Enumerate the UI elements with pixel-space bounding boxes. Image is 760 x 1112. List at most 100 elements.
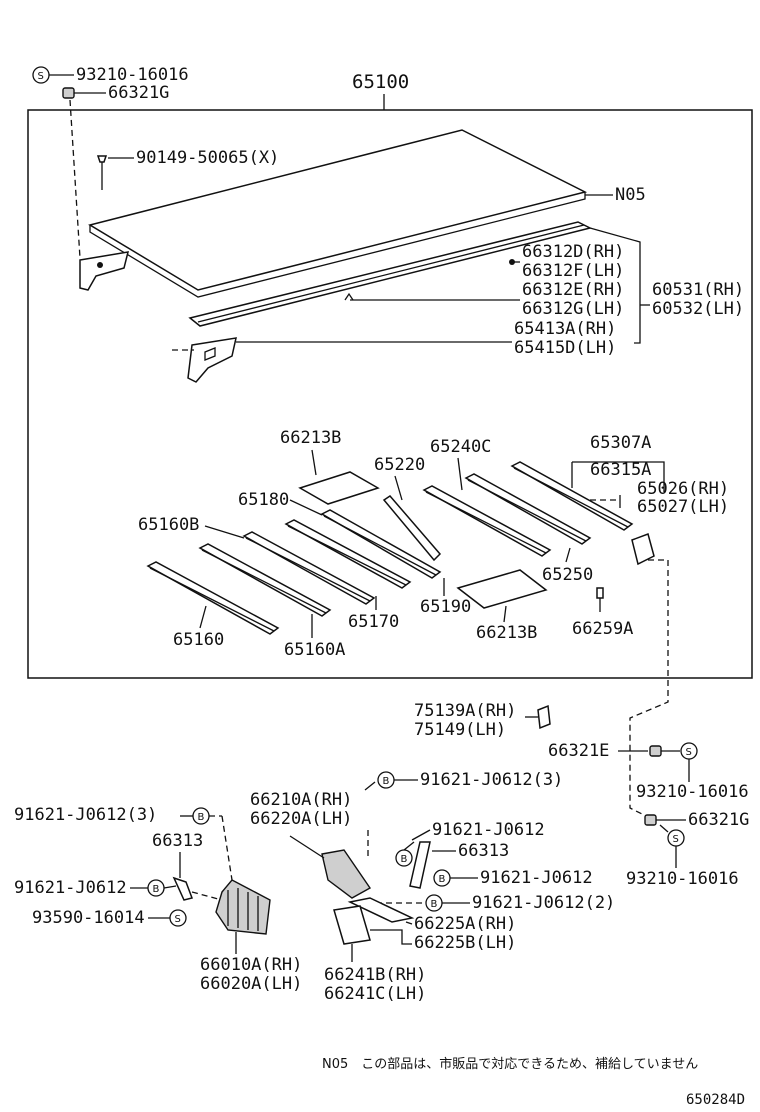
leader-66225a [405, 921, 413, 925]
leader-65240c [457, 457, 463, 491]
nut-icon-66321e [649, 745, 662, 757]
dash-right-path [629, 559, 669, 819]
svg-text:B: B [401, 854, 408, 865]
label-65160a: 65160A [284, 640, 345, 660]
label-66313-left: 66313 [152, 831, 203, 851]
b-symbol-center-1: B [395, 849, 413, 867]
label-66315a: 66315A [590, 460, 651, 480]
bar-65160b [242, 531, 376, 605]
leader-91621-c1 [411, 829, 431, 841]
label-66312d: 66312D(RH) [522, 242, 624, 262]
hinge-bracket-upper [79, 251, 130, 291]
label-91621-j0612-3-right: 91621-J0612(3) [420, 770, 563, 790]
nut-icon-66321g-bottom [644, 814, 657, 826]
label-91621-j0612-3-left: 91621-J0612(3) [14, 805, 157, 825]
diagram-code: 650284D [686, 1092, 745, 1108]
svg-text:S: S [686, 747, 692, 758]
label-66313-center: 66313 [458, 841, 509, 861]
leader-66210a-b [364, 781, 376, 791]
label-66312f: 66312F(LH) [522, 261, 624, 281]
label-65415d: 65415D(LH) [514, 338, 616, 358]
label-65307a: 65307A [590, 433, 651, 453]
svg-text:B: B [153, 884, 160, 895]
bar-65180 [320, 509, 442, 579]
label-65026: 65026(RH) [637, 479, 729, 499]
link-b-center-1 [403, 841, 415, 851]
b-symbol-center-3: B [425, 894, 443, 912]
dash-b-left-down [221, 815, 233, 881]
strip-66225a [347, 897, 415, 923]
label-66213b-top: 66213B [280, 428, 341, 448]
label-65190: 65190 [420, 597, 471, 617]
bar-65307a [510, 461, 634, 531]
label-60531: 60531(RH) [652, 280, 744, 300]
label-93210-16016-top: 93210-16016 [76, 65, 189, 85]
s-symbol-right-1: S [680, 742, 698, 760]
hinge-bracket-lower [187, 337, 237, 383]
hinge-lower-detail [204, 347, 216, 361]
label-65220: 65220 [374, 455, 425, 475]
label-91621-j0612-c2: 91621-J0612 [480, 868, 593, 888]
svg-text:S: S [38, 71, 44, 82]
cover-66210a [321, 849, 372, 899]
footer-note: N05 この部品は、市販品で対応できるため、補給していません [322, 1056, 698, 1072]
label-66225b: 66225B(LH) [414, 933, 516, 953]
clip-66312e [344, 292, 354, 301]
bracket-66313-center [409, 841, 431, 889]
dash-topleft [69, 99, 81, 259]
label-65250: 65250 [542, 565, 593, 585]
bracket-65307a [572, 461, 665, 492]
svg-text:B: B [383, 776, 390, 787]
clip-75139a [537, 704, 551, 730]
bracket-66313-left [172, 876, 193, 901]
label-66241c: 66241C(LH) [324, 984, 426, 1004]
label-65240c: 65240C [430, 437, 491, 457]
link-b-left-2 [163, 885, 177, 889]
bar-65170 [284, 519, 412, 589]
label-65413a: 65413A(RH) [514, 319, 616, 339]
label-93210-16016-r2: 93210-16016 [626, 869, 739, 889]
leader-65160 [199, 605, 207, 629]
label-66213b-bottom: 66213B [476, 623, 537, 643]
label-n05: N05 [615, 185, 646, 205]
label-66225a: 66225A(RH) [414, 914, 516, 934]
b-symbol-center-2: B [433, 869, 451, 887]
svg-text:B: B [431, 899, 438, 910]
b-symbol-left-1: B [192, 807, 210, 825]
label-65180: 65180 [238, 490, 289, 510]
bar-65160a [198, 543, 332, 617]
label-75139a: 75139A(RH) [414, 701, 516, 721]
dash-bracket-left [191, 891, 223, 901]
clip-66259a [596, 587, 604, 599]
pad-66213b-bottom [456, 569, 548, 609]
label-66312g: 66312G(LH) [522, 299, 624, 319]
nut-icon-66321g [62, 87, 75, 99]
end-cap-65026 [631, 533, 655, 566]
label-66259a: 66259A [572, 619, 633, 639]
b-symbol-left-2: B [147, 879, 165, 897]
side-rail-center [197, 224, 585, 323]
label-66321e: 66321E [548, 741, 609, 761]
bar-65250 [464, 473, 592, 545]
pad-66213b-top [298, 471, 380, 505]
svg-text:B: B [439, 874, 446, 885]
label-65170: 65170 [348, 612, 399, 632]
label-75149: 75149(LH) [414, 720, 506, 740]
bracket-66225 [370, 929, 412, 945]
label-66210a: 66210A(RH) [250, 790, 352, 810]
label-66312e: 66312E(RH) [522, 280, 624, 300]
label-65100: 65100 [352, 71, 409, 93]
label-93210-16016-r1: 93210-16016 [636, 782, 749, 802]
label-65160b: 65160B [138, 515, 199, 535]
label-91621-j0612-left: 91621-J0612 [14, 878, 127, 898]
label-90149-50065: 90149-50065(X) [136, 148, 279, 168]
bar-65240c [422, 485, 552, 557]
svg-text:S: S [673, 834, 679, 845]
hinge-hole [97, 262, 103, 268]
bin-66010a [215, 879, 271, 935]
leader-65180 [289, 499, 323, 516]
leader-66213b-bottom [503, 605, 507, 623]
label-66321g-bottom: 66321G [688, 810, 749, 830]
b-symbol-top: B [377, 771, 395, 789]
